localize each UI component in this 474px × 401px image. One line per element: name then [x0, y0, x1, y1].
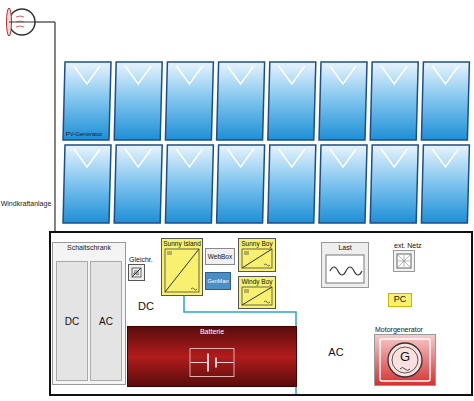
component-label: ext. Netz — [394, 242, 422, 250]
component-label: Sunny Boy — [239, 239, 275, 247]
component-box: Sunny Island — [161, 238, 203, 296]
component-label: Last — [322, 243, 368, 252]
component-box: WebBox — [205, 248, 235, 265]
wind-turbine — [7, 8, 56, 232]
component-symbol — [394, 251, 414, 271]
component-label: Motorgenerator — [375, 326, 423, 334]
component-label: Schaltschrank — [53, 243, 125, 252]
component-box: Sunny Boy — [238, 238, 276, 272]
component-label: DC — [65, 316, 79, 327]
component-box: Batterie — [127, 326, 297, 387]
component-label: PC — [394, 295, 407, 305]
text-label: PV-Generator — [66, 131, 103, 138]
text-label: Windkraftanlage — [1, 200, 52, 208]
component-label: GenMan — [207, 278, 228, 284]
component-label: WebBox — [208, 253, 232, 260]
text-label: DC — [138, 300, 154, 312]
component-label: Windy Boy — [239, 277, 275, 285]
house-frame — [50, 232, 472, 395]
component-box: DC — [56, 261, 88, 381]
text-label: G — [400, 350, 410, 364]
component-symbol — [129, 265, 144, 280]
component-box: ext. Netz — [393, 250, 415, 272]
component-box: SchaltschrankDC AC — [52, 242, 126, 385]
component-box: Last — [321, 242, 369, 288]
component-label: Gleichr. — [129, 256, 153, 264]
component-box: Windy Boy — [238, 276, 276, 309]
component-symbol — [128, 327, 296, 386]
component-label: Batterie — [128, 327, 296, 336]
component-box: GenMan — [205, 272, 231, 290]
component-box: PC — [388, 293, 412, 307]
component-box: Gleichr. — [128, 264, 145, 281]
component-label: AC — [99, 316, 113, 327]
text-label: AC — [328, 346, 343, 358]
component-box: AC — [90, 261, 122, 381]
pv-panels — [63, 62, 469, 223]
component-symbol — [162, 239, 202, 295]
component-label: Sunny Island — [162, 239, 202, 247]
